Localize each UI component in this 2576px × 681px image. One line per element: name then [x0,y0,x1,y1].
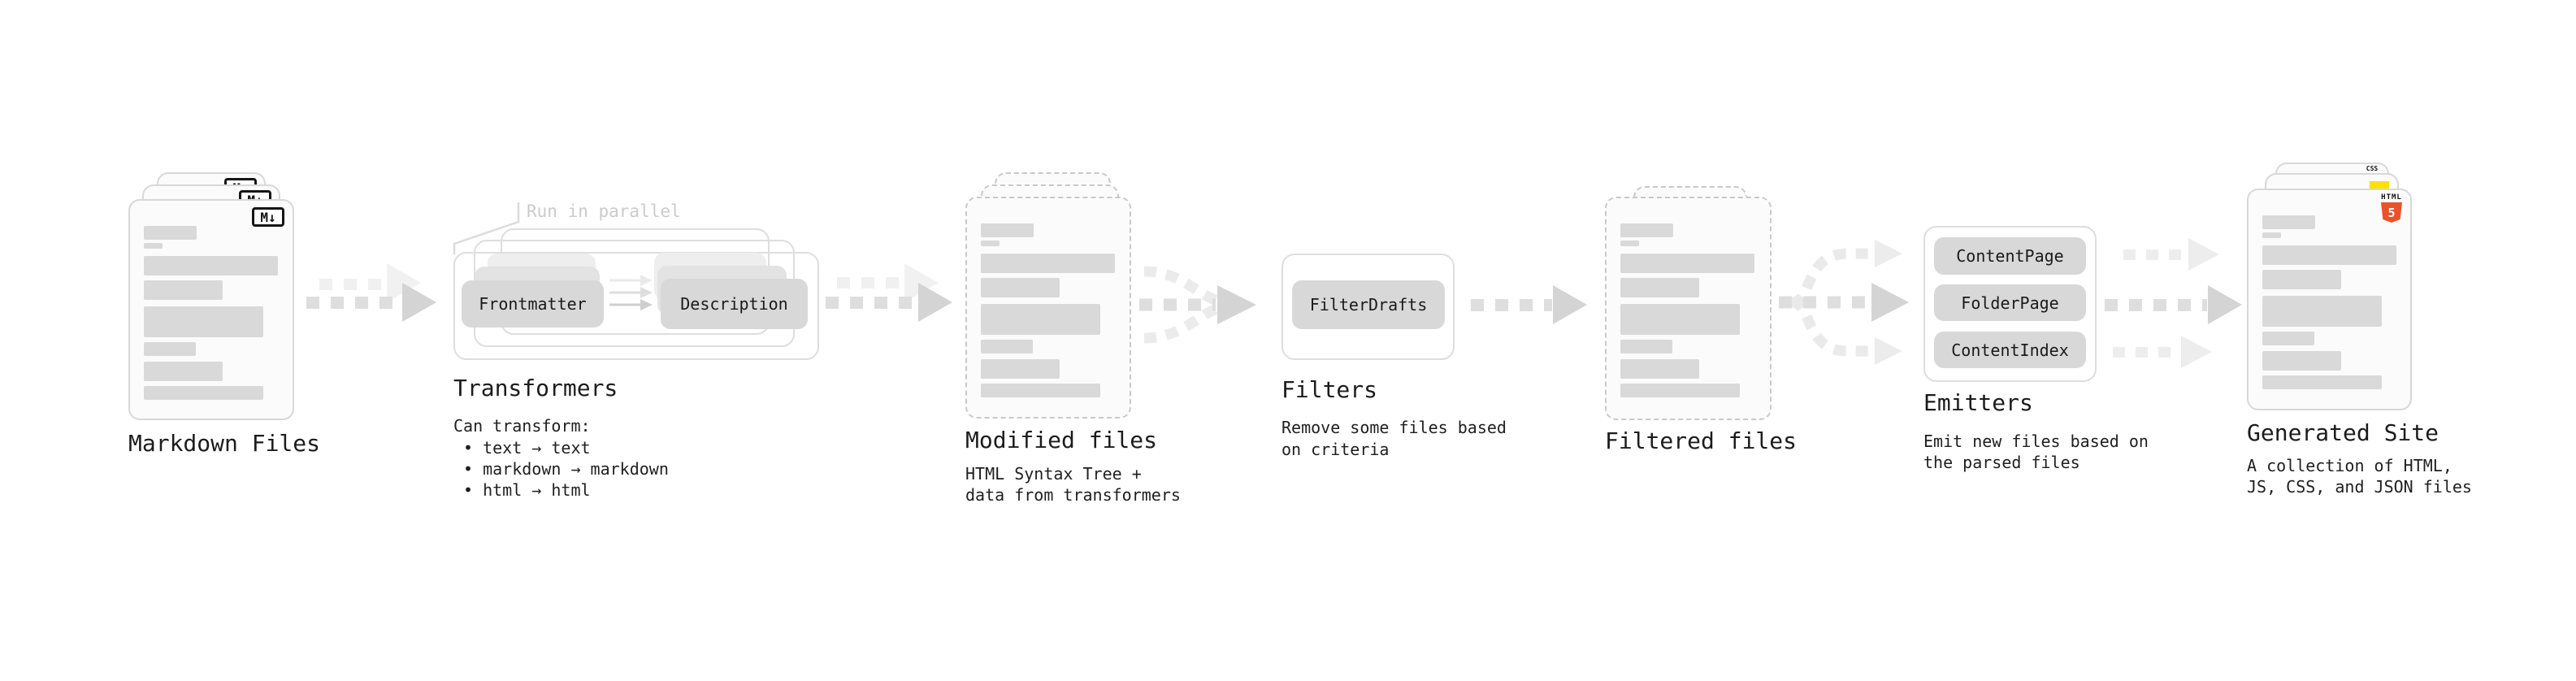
emitters-desc-2: the parsed files [1923,453,2080,472]
flow-arrow [826,297,917,309]
text-line-placeholder [144,226,197,240]
filters-desc-1: Remove some files based [1281,418,1507,437]
text-line-placeholder [2262,296,2382,327]
flow-arrowhead [2208,285,2242,324]
flow-arrowhead-light [2188,238,2219,271]
text-line-placeholder [144,342,196,356]
transformers-bullet-1: • text → text [463,438,591,458]
html5-number: 5 [2387,205,2396,220]
flow-arrowhead [402,283,436,322]
text-line-placeholder [144,386,263,400]
flow-arrow [1471,299,1552,311]
text-line-placeholder [1620,241,1639,246]
text-line-placeholder [1620,359,1699,379]
generated-site-desc-2: JS, CSS, and JSON files [2247,477,2472,497]
generated-site-desc-1: A collection of HTML, [2247,456,2452,475]
text-line-placeholder [2262,351,2341,371]
flow-arrowhead [918,283,952,322]
markdown-file-card-front: M↓ [128,199,294,420]
text-line-placeholder [2262,375,2382,389]
transformers-bullet-3: • html → html [463,480,591,500]
filterdrafts-chip: FilterDrafts [1292,280,1445,329]
markdown-files-label: Markdown Files [128,430,321,457]
flow-arrow-light [2123,249,2188,260]
frontmatter-chip: Frontmatter [462,280,604,327]
text-line-placeholder [144,243,163,249]
modified-files-label: Modified files [965,427,1158,453]
generated-file-card-html: HTML 5 [2247,189,2412,410]
flow-arrow-merge [1139,266,1256,344]
text-line-placeholder [2262,332,2314,345]
text-line-placeholder [144,362,223,381]
text-line-placeholder [144,306,263,337]
filters-title: Filters [1281,376,1378,403]
flow-arrow-ghost [319,279,388,290]
text-line-placeholder [144,256,278,275]
modified-files-desc-1: HTML Syntax Tree + [965,464,1142,484]
text-line-placeholder [981,223,1034,237]
description-chip: Description [661,279,808,329]
filtered-file-card-front [1605,197,1772,420]
text-line-placeholder [1620,278,1699,297]
text-line-placeholder [2262,232,2281,238]
text-line-placeholder [2262,270,2341,289]
transformers-title: Transformers [453,375,618,401]
text-line-placeholder [981,241,1000,246]
generated-site-label: Generated Site [2247,419,2439,446]
contentindex-chip: ContentIndex [1934,332,2086,368]
filters-desc-2: on criteria [1281,440,1390,459]
run-in-parallel-note: Run in parallel [527,202,681,221]
folderpage-chip: FolderPage [1934,284,2086,321]
text-line-placeholder [981,254,1115,273]
text-line-placeholder [144,280,223,300]
note-leader-line [453,202,520,254]
text-line-placeholder [1620,340,1672,354]
html5-shield: 5 [2381,202,2402,223]
flow-arrowhead-light [2181,336,2212,368]
transformers-bullet-2: • markdown → markdown [463,459,669,479]
text-line-placeholder [1620,384,1740,397]
markdown-badge-glyph: M↓ [260,209,276,225]
text-line-placeholder [2262,245,2396,265]
html5-badge-text: HTML [2381,193,2402,202]
transform-step-arrows [609,275,653,310]
filtered-files-label: Filtered files [1605,427,1798,454]
text-line-placeholder [981,304,1100,335]
text-line-placeholder [981,278,1060,297]
emitters-title: Emitters [1923,389,2033,416]
flow-arrow-light [2113,347,2181,358]
text-line-placeholder [1620,304,1740,335]
text-line-placeholder [2262,215,2315,229]
css-badge-text: CSS [2366,165,2379,172]
flow-arrow-split [1779,240,1909,365]
text-line-placeholder [1620,223,1673,237]
emitters-desc-1: Emit new files based on [1923,432,2149,451]
transformers-desc-heading: Can transform: [453,416,591,436]
transformer-frame-front [453,252,819,360]
markdown-icon: M↓ [252,207,284,227]
flow-arrow [306,297,402,309]
modified-file-card-front [965,197,1131,419]
flow-arrow [2105,299,2207,311]
html5-icon: HTML 5 [2379,194,2404,223]
text-line-placeholder [981,359,1060,379]
text-line-placeholder [981,340,1033,354]
flow-arrowhead [1553,285,1587,324]
contentpage-chip: ContentPage [1934,237,2086,275]
text-line-placeholder [981,384,1100,397]
flow-arrow-ghost [837,277,912,288]
modified-files-desc-2: data from transformers [965,485,1181,505]
text-line-placeholder [1620,254,1754,273]
